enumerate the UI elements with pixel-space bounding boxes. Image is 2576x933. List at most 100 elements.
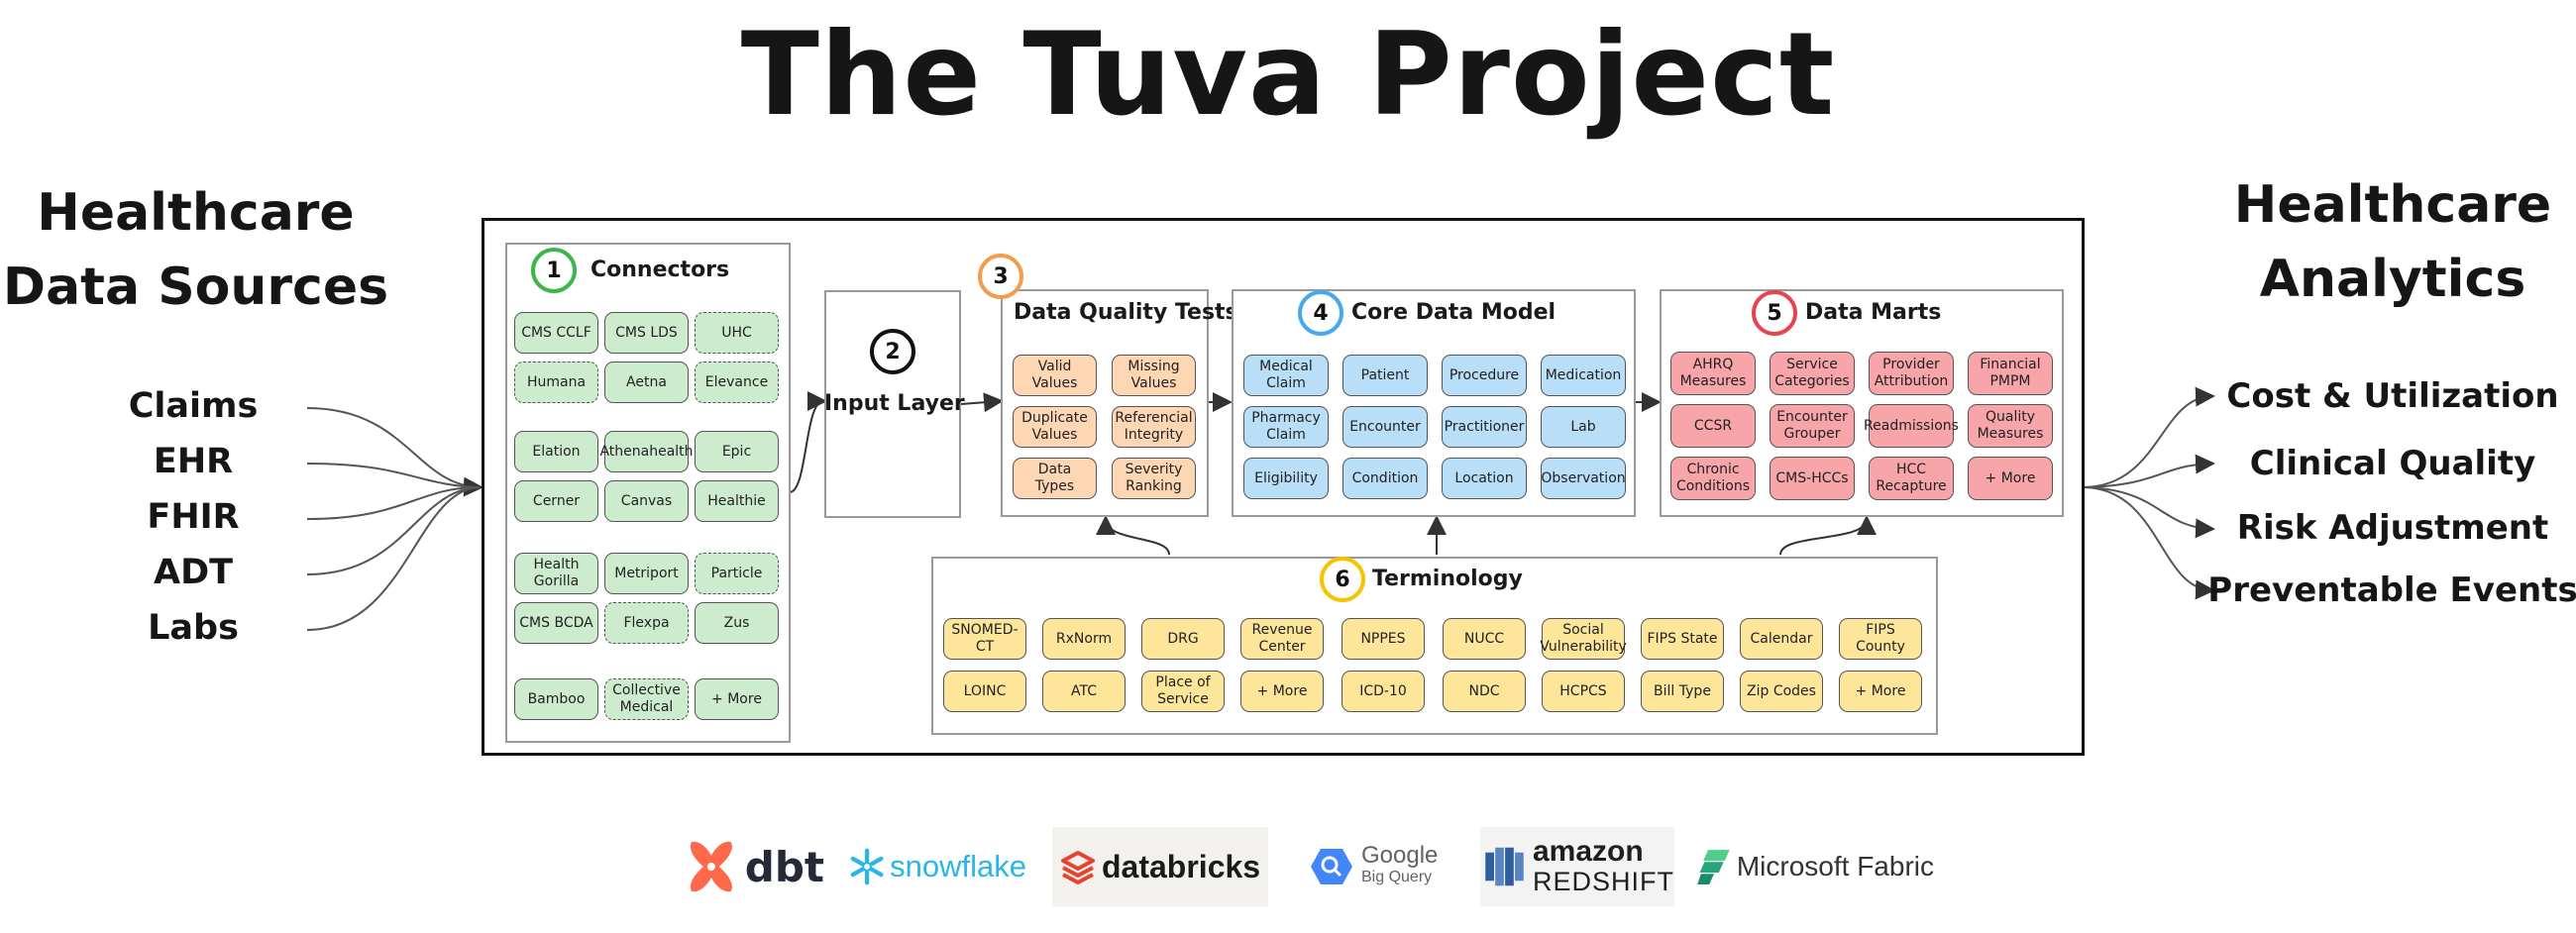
- terminology-title: Terminology: [1372, 567, 1523, 591]
- left-heading: Healthcare Data Sources: [0, 176, 391, 325]
- term-revenue-center: Revenue Center: [1240, 618, 1324, 660]
- source-ehr: EHR: [153, 442, 234, 481]
- core-practitioner: Practitioner: [1442, 406, 1527, 448]
- term-loinc: LOINC: [943, 671, 1026, 712]
- output-curves: [2084, 386, 2215, 600]
- data-marts-title: Data Marts: [1805, 300, 1942, 325]
- connector-flexpa: Flexpa: [604, 602, 689, 644]
- mart-hcc-recapture: HCC Recapture: [1869, 457, 1954, 500]
- databricks-wordmark: databricks: [1102, 848, 1261, 884]
- connector-elevance: Elevance: [695, 362, 779, 403]
- source-claims: Claims: [128, 386, 259, 426]
- right-heading-line2: Analytics: [2259, 250, 2526, 309]
- google-bigquery-logo: Google Big Query: [1310, 827, 1449, 906]
- bigquery-icon: [1311, 849, 1352, 884]
- connector-humana: Humana: [514, 362, 598, 403]
- terminology-number-badge: 6: [1320, 557, 1365, 602]
- dbt-wordmark: dbt: [744, 842, 824, 891]
- dq-valid-values: Valid Values: [1013, 355, 1097, 396]
- connector-cerner: Cerner: [514, 480, 598, 522]
- input-to-dq-arrow: [960, 392, 1004, 413]
- dbt-icon: [690, 841, 732, 892]
- mart-more: + More: [1968, 457, 2053, 500]
- term-ndc: NDC: [1443, 671, 1526, 712]
- amazon-wordmark: amazon: [1533, 835, 1644, 868]
- dq-severity-ranking: Severity Ranking: [1112, 458, 1196, 499]
- fabric-wordmark: Microsoft Fabric: [1736, 851, 1934, 881]
- core-patient: Patient: [1342, 355, 1428, 396]
- term-atc: ATC: [1042, 671, 1126, 712]
- output-risk-adjustment: Risk Adjustment: [2236, 508, 2549, 548]
- term-calendar: Calendar: [1740, 618, 1823, 660]
- terminology-to-marts-arrow: [1779, 515, 1877, 556]
- source-labs: Labs: [148, 608, 239, 648]
- redshift-wordmark: REDSHIFT: [1533, 867, 1674, 896]
- page-title: The Tuva Project: [740, 8, 1836, 142]
- redshift-icon: [1485, 847, 1524, 886]
- connector-athenahealth: Athenahealth: [599, 431, 694, 472]
- term-more-1: + More: [1240, 671, 1324, 712]
- term-drg: DRG: [1141, 618, 1225, 660]
- redshift-text: amazon REDSHIFT: [1533, 835, 1674, 897]
- fabric-icon: [1697, 850, 1730, 885]
- connector-cms-lds: CMS LDS: [604, 312, 689, 354]
- core-condition: Condition: [1342, 458, 1428, 499]
- connectors-number-badge: 1: [531, 248, 577, 293]
- term-icd-10: ICD-10: [1342, 671, 1425, 712]
- connectors-title: Connectors: [590, 258, 730, 282]
- snowflake-logo: snowflake: [848, 827, 1026, 906]
- term-nucc: NUCC: [1443, 618, 1526, 660]
- mart-financial-pmpm: Financial PMPM: [1968, 352, 2053, 395]
- connector-cms-bcda: CMS BCDA: [514, 602, 598, 644]
- core-data-model-title: Core Data Model: [1351, 300, 1556, 325]
- connector-more: + More: [695, 678, 779, 720]
- output-cost-utilization: Cost & Utilization: [2226, 376, 2559, 416]
- core-medication: Medication: [1541, 355, 1626, 396]
- input-layer-panel: [824, 290, 961, 518]
- data-marts-number-badge: 5: [1752, 290, 1797, 336]
- term-nppes: NPPES: [1342, 618, 1425, 660]
- term-snomed-ct: SNOMED-CT: [943, 618, 1026, 660]
- terminology-to-dq-arrow: [1096, 515, 1170, 556]
- term-more-2: + More: [1839, 671, 1922, 712]
- mart-encounter-grouper: Encounter Grouper: [1770, 404, 1855, 448]
- connector-uhc: UHC: [695, 312, 779, 354]
- tuva-architecture-frame: [482, 218, 2085, 756]
- mart-chronic-conditions: Chronic Conditions: [1670, 457, 1756, 500]
- connector-collective-medical: Collective Medical: [604, 678, 689, 720]
- term-rxnorm: RxNorm: [1042, 618, 1126, 660]
- dq-referencial-integrity: Referencial Integrity: [1112, 406, 1196, 448]
- connector-metriport: Metriport: [604, 553, 689, 594]
- connector-aetna: Aetna: [604, 362, 689, 403]
- mart-provider-attribution: Provider Attribution: [1869, 352, 1954, 395]
- snowflake-wordmark: snowflake: [890, 849, 1026, 883]
- data-quality-number-badge: 3: [978, 254, 1023, 299]
- mart-cms-hccs: CMS-HCCs: [1770, 457, 1855, 500]
- output-preventable-events: Preventable Events: [2207, 570, 2576, 610]
- connector-cms-cclf: CMS CCLF: [514, 312, 598, 354]
- connector-elation: Elation: [514, 431, 598, 472]
- amazon-redshift-logo: amazon REDSHIFT: [1480, 827, 1674, 906]
- mart-ccsr: CCSR: [1670, 404, 1756, 448]
- databricks-icon: [1061, 851, 1095, 884]
- mart-service-categories: Service Categories: [1770, 352, 1855, 395]
- dq-data-types: Data Types: [1013, 458, 1097, 499]
- data-quality-title: Data Quality Tests: [1014, 300, 1238, 325]
- input-layer-number-badge: 2: [870, 329, 915, 374]
- mart-readmissions: Readmissions: [1864, 404, 1959, 448]
- mart-quality-measures: Quality Measures: [1968, 404, 2053, 448]
- databricks-logo: databricks: [1052, 827, 1268, 906]
- right-heading: Healthcare Analytics: [2209, 168, 2576, 317]
- dq-missing-values: Missing Values: [1112, 355, 1196, 396]
- core-data-model-number-badge: 4: [1298, 290, 1343, 336]
- core-eligibility: Eligibility: [1243, 458, 1329, 499]
- core-location: Location: [1442, 458, 1527, 499]
- term-zip-codes: Zip Codes: [1740, 671, 1823, 712]
- bigquery-text: Google Big Query: [1361, 844, 1438, 888]
- connector-canvas: Canvas: [604, 480, 689, 522]
- core-encounter: Encounter: [1342, 406, 1428, 448]
- core-observation: Observation: [1541, 458, 1626, 499]
- term-place-of-service: Place of Service: [1141, 671, 1225, 712]
- term-fips-county: FIPS County: [1839, 618, 1922, 660]
